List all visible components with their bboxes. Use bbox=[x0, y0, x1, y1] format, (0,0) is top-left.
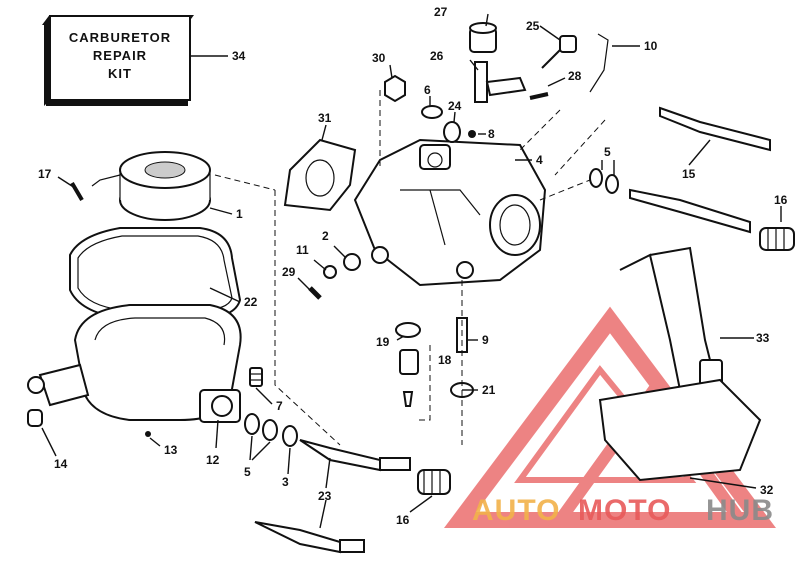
ball-8 bbox=[468, 130, 476, 138]
plug-lower bbox=[417, 469, 451, 495]
label-21: 21 bbox=[482, 383, 496, 397]
label-32: 32 bbox=[760, 483, 774, 497]
kit-label-line3: KIT bbox=[108, 66, 132, 81]
label-7: 7 bbox=[276, 399, 283, 413]
needle-15-upper bbox=[659, 106, 771, 152]
label-16-right: 16 bbox=[774, 193, 788, 207]
washer-5c bbox=[589, 168, 603, 188]
label-27: 27 bbox=[434, 5, 448, 19]
label-12: 12 bbox=[206, 453, 220, 467]
label-9: 9 bbox=[482, 333, 489, 347]
label-28: 28 bbox=[568, 69, 582, 83]
kit-label-line1: CARBURETOR bbox=[69, 30, 171, 45]
label-25: 25 bbox=[526, 19, 540, 33]
label-26: 26 bbox=[430, 49, 444, 63]
label-11: 11 bbox=[296, 243, 309, 257]
seal-3 bbox=[282, 425, 298, 447]
label-16-lower: 16 bbox=[396, 513, 410, 527]
washer-2 bbox=[343, 253, 361, 271]
label-14: 14 bbox=[54, 457, 68, 471]
assembly-lines bbox=[214, 90, 606, 446]
label-15: 15 bbox=[682, 167, 696, 181]
label-34: 34 bbox=[232, 49, 246, 63]
label-24: 24 bbox=[448, 99, 462, 113]
screw-25 bbox=[541, 35, 577, 69]
washer-19 bbox=[395, 322, 421, 338]
label-17: 17 bbox=[38, 167, 52, 181]
watermark-word-2: MOTO bbox=[578, 494, 671, 527]
washer-11 bbox=[323, 265, 337, 279]
washer-5a bbox=[244, 413, 260, 435]
float-pin bbox=[70, 181, 84, 202]
fitting bbox=[27, 409, 43, 427]
cap-27 bbox=[469, 22, 497, 53]
needle-valve-upper bbox=[299, 439, 411, 472]
label-33: 33 bbox=[756, 331, 770, 345]
watermark-text: AUTO MOTO HUB bbox=[472, 494, 774, 527]
label-18: 18 bbox=[438, 353, 452, 367]
base-plate-32 bbox=[598, 378, 762, 482]
float-bowl bbox=[27, 304, 242, 423]
label-29: 29 bbox=[282, 265, 296, 279]
choke-bracket bbox=[619, 246, 723, 401]
label-22: 22 bbox=[244, 295, 258, 309]
label-23: 23 bbox=[318, 489, 332, 503]
pin-29 bbox=[308, 286, 322, 300]
watermark-word-3: HUB bbox=[706, 494, 774, 527]
needle-valve-lower bbox=[254, 521, 365, 554]
carburetor-body bbox=[353, 138, 547, 287]
label-30: 30 bbox=[372, 51, 386, 65]
label-4: 4 bbox=[536, 153, 543, 167]
nut-30 bbox=[384, 74, 406, 103]
kit-label-line2: REPAIR bbox=[93, 48, 147, 63]
label-19: 19 bbox=[376, 335, 390, 349]
washer-5b bbox=[262, 419, 278, 441]
label-31: 31 bbox=[318, 111, 332, 125]
leader-lines bbox=[41, 13, 782, 529]
needle-15-lower bbox=[629, 188, 751, 234]
label-2: 2 bbox=[322, 229, 329, 243]
watermark-word-1: AUTO bbox=[472, 494, 560, 527]
check-ball bbox=[145, 431, 151, 437]
lever-26 bbox=[474, 61, 527, 103]
repair-kit-box: CARBURETOR REPAIR KIT bbox=[42, 15, 194, 106]
label-5-lower: 5 bbox=[244, 465, 251, 479]
label-3: 3 bbox=[282, 475, 289, 489]
bowl-screw bbox=[249, 367, 263, 387]
plug-right bbox=[759, 227, 795, 251]
jet-18 bbox=[399, 349, 419, 407]
screw-28 bbox=[529, 92, 549, 100]
part-labels: 34 27 25 10 30 26 28 6 24 8 31 4 5 15 17… bbox=[38, 5, 788, 527]
label-1: 1 bbox=[236, 207, 243, 221]
label-6: 6 bbox=[424, 83, 431, 97]
link-rod bbox=[589, 33, 609, 93]
plug-6 bbox=[421, 105, 443, 119]
float bbox=[91, 151, 211, 221]
washer-5d bbox=[605, 174, 619, 194]
label-13: 13 bbox=[164, 443, 178, 457]
flange-gasket bbox=[283, 138, 357, 212]
label-5-right: 5 bbox=[604, 145, 611, 159]
washer-24 bbox=[443, 121, 461, 143]
label-8: 8 bbox=[488, 127, 495, 141]
label-10: 10 bbox=[644, 39, 658, 53]
